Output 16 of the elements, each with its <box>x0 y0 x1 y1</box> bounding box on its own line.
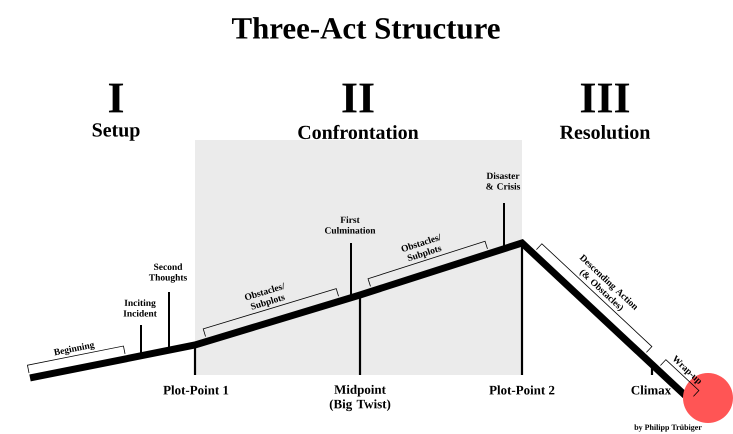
act-title: Setup <box>92 123 140 141</box>
point-label: Disaster & Crisis <box>486 172 520 190</box>
point-label: First Culmination <box>324 216 376 234</box>
point-label: Plot-Point 2 <box>489 385 554 395</box>
point-label: Second Thoughts <box>148 263 187 283</box>
roman-numeral: I <box>108 84 124 112</box>
point-label: Midpoint (Big Twist) <box>330 384 390 412</box>
point-label: Climax <box>631 385 672 395</box>
roman-numeral: II <box>342 84 374 112</box>
act-title: Resolution <box>560 124 650 140</box>
act-title: Confrontation <box>298 124 418 140</box>
bracket-label: Beginning <box>53 342 95 356</box>
point-label: Inciting Incident <box>124 299 157 317</box>
point-label: Plot-Point 1 <box>163 385 228 395</box>
title: Three-Act Structure <box>232 17 500 39</box>
roman-numeral: III <box>580 84 630 112</box>
